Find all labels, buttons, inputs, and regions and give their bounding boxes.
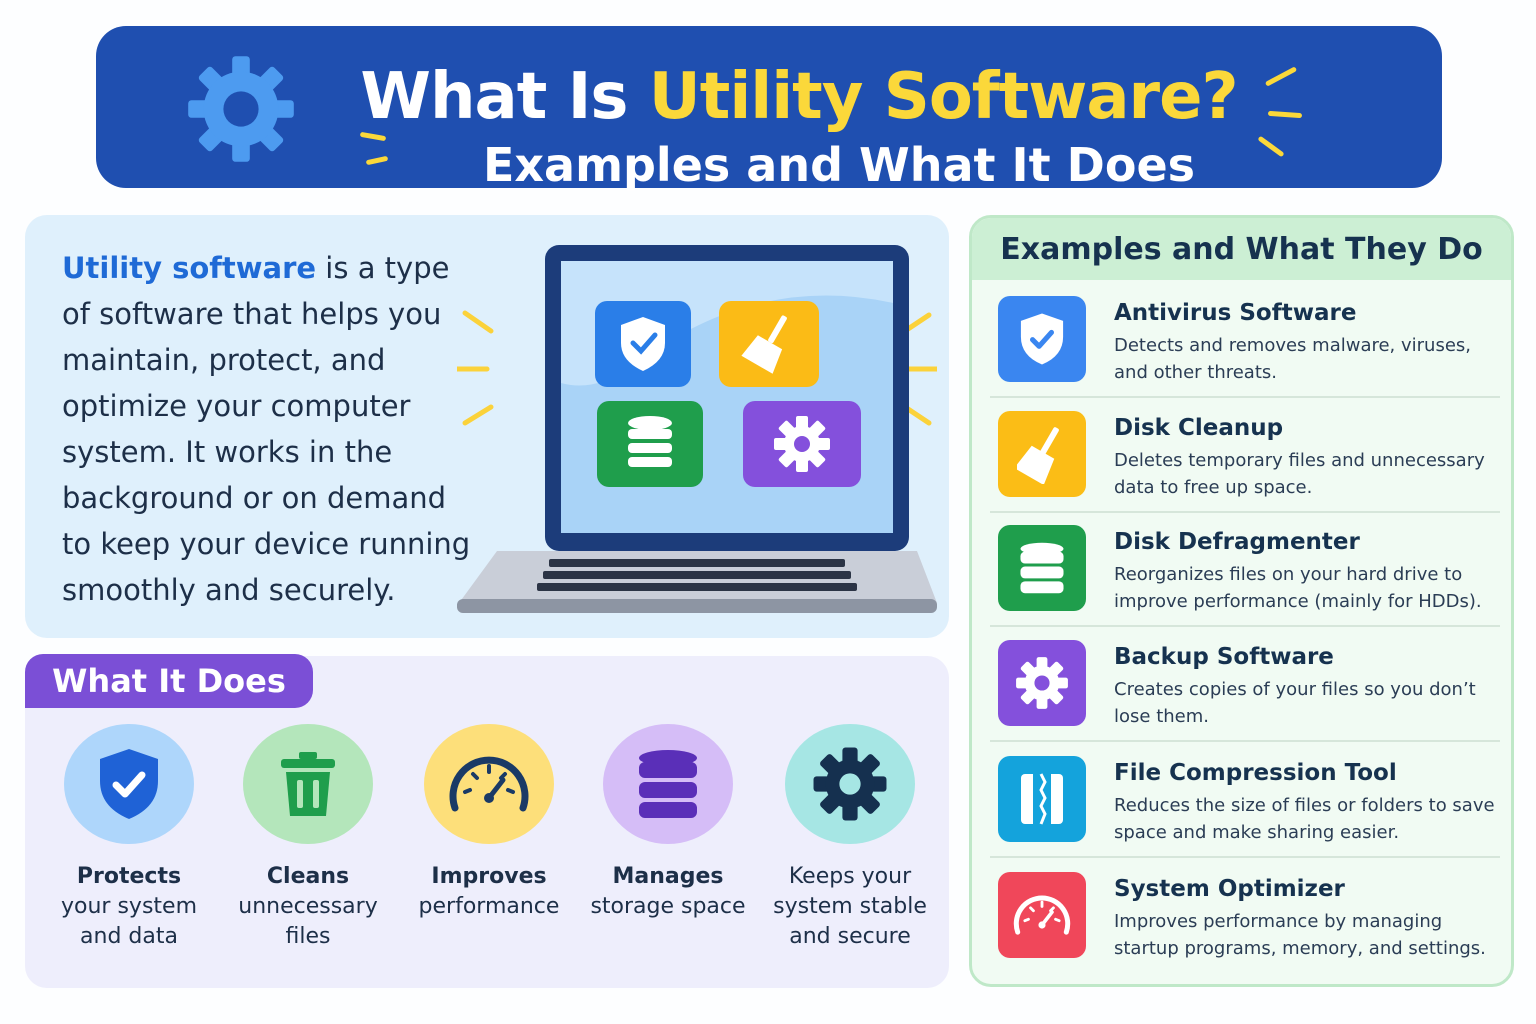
feature-caption: performance [418, 894, 560, 919]
example-system-optimizer: System Optimizer Improves performance by… [990, 862, 1500, 974]
page-subtitle: Examples and What It Does [482, 138, 1196, 192]
example-antivirus: Antivirus Software Detects and removes m… [990, 286, 1500, 398]
examples-panel: Examples and What They Do Antivirus Soft… [969, 215, 1514, 987]
intro-panel: Utility software is a type of software t… [25, 215, 949, 638]
example-backup-software: Backup Software Creates copies of your f… [990, 630, 1500, 742]
example-desc: Improves performance by managing startup… [1114, 911, 1486, 959]
example-icon-box [998, 525, 1086, 611]
intro-lead: Utility software [62, 251, 317, 285]
title-highlight: Utility Software? [648, 60, 1239, 134]
feature-protects: Protects your system and data [39, 724, 219, 952]
example-icon-box [998, 756, 1086, 842]
feature-title: Manages [612, 864, 724, 889]
feature-circle [424, 724, 554, 844]
gear-icon [813, 747, 887, 821]
feature-circle [785, 724, 915, 844]
example-icon-box [998, 640, 1086, 726]
example-icon-box [998, 411, 1086, 497]
feature-caption: Keeps your system stable and secure [773, 864, 927, 949]
feature-circle [243, 724, 373, 844]
example-disk-defragmenter: Disk Defragmenter Reorganizes files on y… [990, 515, 1500, 627]
gear-icon [188, 56, 294, 162]
feature-caption: your system and data [61, 894, 197, 949]
database-icon [1020, 542, 1064, 594]
intro-text: Utility software is a type of software t… [62, 245, 482, 613]
trash-icon [281, 752, 335, 816]
feature-circle [64, 724, 194, 844]
example-disk-cleanup: Disk Cleanup Deletes temporary files and… [990, 401, 1500, 513]
feature-caption: storage space [590, 894, 746, 919]
example-name: System Optimizer [1114, 876, 1345, 902]
database-icon [639, 750, 697, 818]
example-file-compression: File Compression Tool Reduces the size o… [990, 746, 1500, 858]
example-desc: Deletes temporary files and unnecessary … [1114, 450, 1485, 498]
example-name: Disk Defragmenter [1114, 529, 1360, 555]
shield-check-icon [1020, 313, 1064, 365]
example-name: Antivirus Software [1114, 300, 1357, 326]
intro-body: is a type of software that helps you mai… [62, 251, 471, 607]
example-name: Disk Cleanup [1114, 415, 1284, 441]
feature-title: Cleans [266, 864, 350, 889]
zip-file-icon [1021, 773, 1063, 825]
row-divider [990, 740, 1500, 742]
what-it-does-heading: What It Does [25, 654, 313, 708]
row-divider [990, 856, 1500, 858]
gear-icon [1016, 657, 1068, 709]
example-desc: Reorganizes files on your hard drive to … [1114, 564, 1482, 612]
speedometer-icon [449, 756, 529, 812]
row-divider [990, 396, 1500, 398]
feature-keeps-stable: Keeps your system stable and secure [760, 724, 940, 952]
example-name: Backup Software [1114, 644, 1334, 670]
feature-manages: Manages storage space [578, 724, 758, 922]
feature-improves: Improves performance [399, 724, 579, 922]
example-desc: Creates copies of your files so you don’… [1114, 679, 1476, 727]
header-banner: What Is Utility Software? Examples and W… [96, 26, 1442, 192]
examples-heading: Examples and What They Do [972, 218, 1511, 280]
broom-icon [1017, 427, 1059, 484]
row-divider [990, 625, 1500, 627]
feature-title: Protects [76, 864, 182, 889]
laptop-illustration [457, 245, 937, 613]
example-icon-box [998, 296, 1086, 382]
speedometer-icon [1013, 895, 1071, 935]
example-icon-box [998, 872, 1086, 958]
row-divider [990, 511, 1500, 513]
feature-cleans: Cleans unnecessary files [218, 724, 398, 952]
feature-title: Improves [431, 864, 547, 889]
page-title: What Is Utility Software? [96, 60, 1442, 134]
shield-check-icon [100, 749, 158, 819]
feature-caption: unnecessary files [238, 894, 378, 949]
example-name: File Compression Tool [1114, 760, 1397, 786]
title-plain: What Is [360, 60, 649, 134]
what-it-does-panel: What It Does Protects your system and dat… [25, 654, 949, 988]
example-desc: Reduces the size of files or folders to … [1114, 795, 1495, 843]
example-desc: Detects and removes malware, viruses, an… [1114, 335, 1472, 383]
feature-circle [603, 724, 733, 844]
